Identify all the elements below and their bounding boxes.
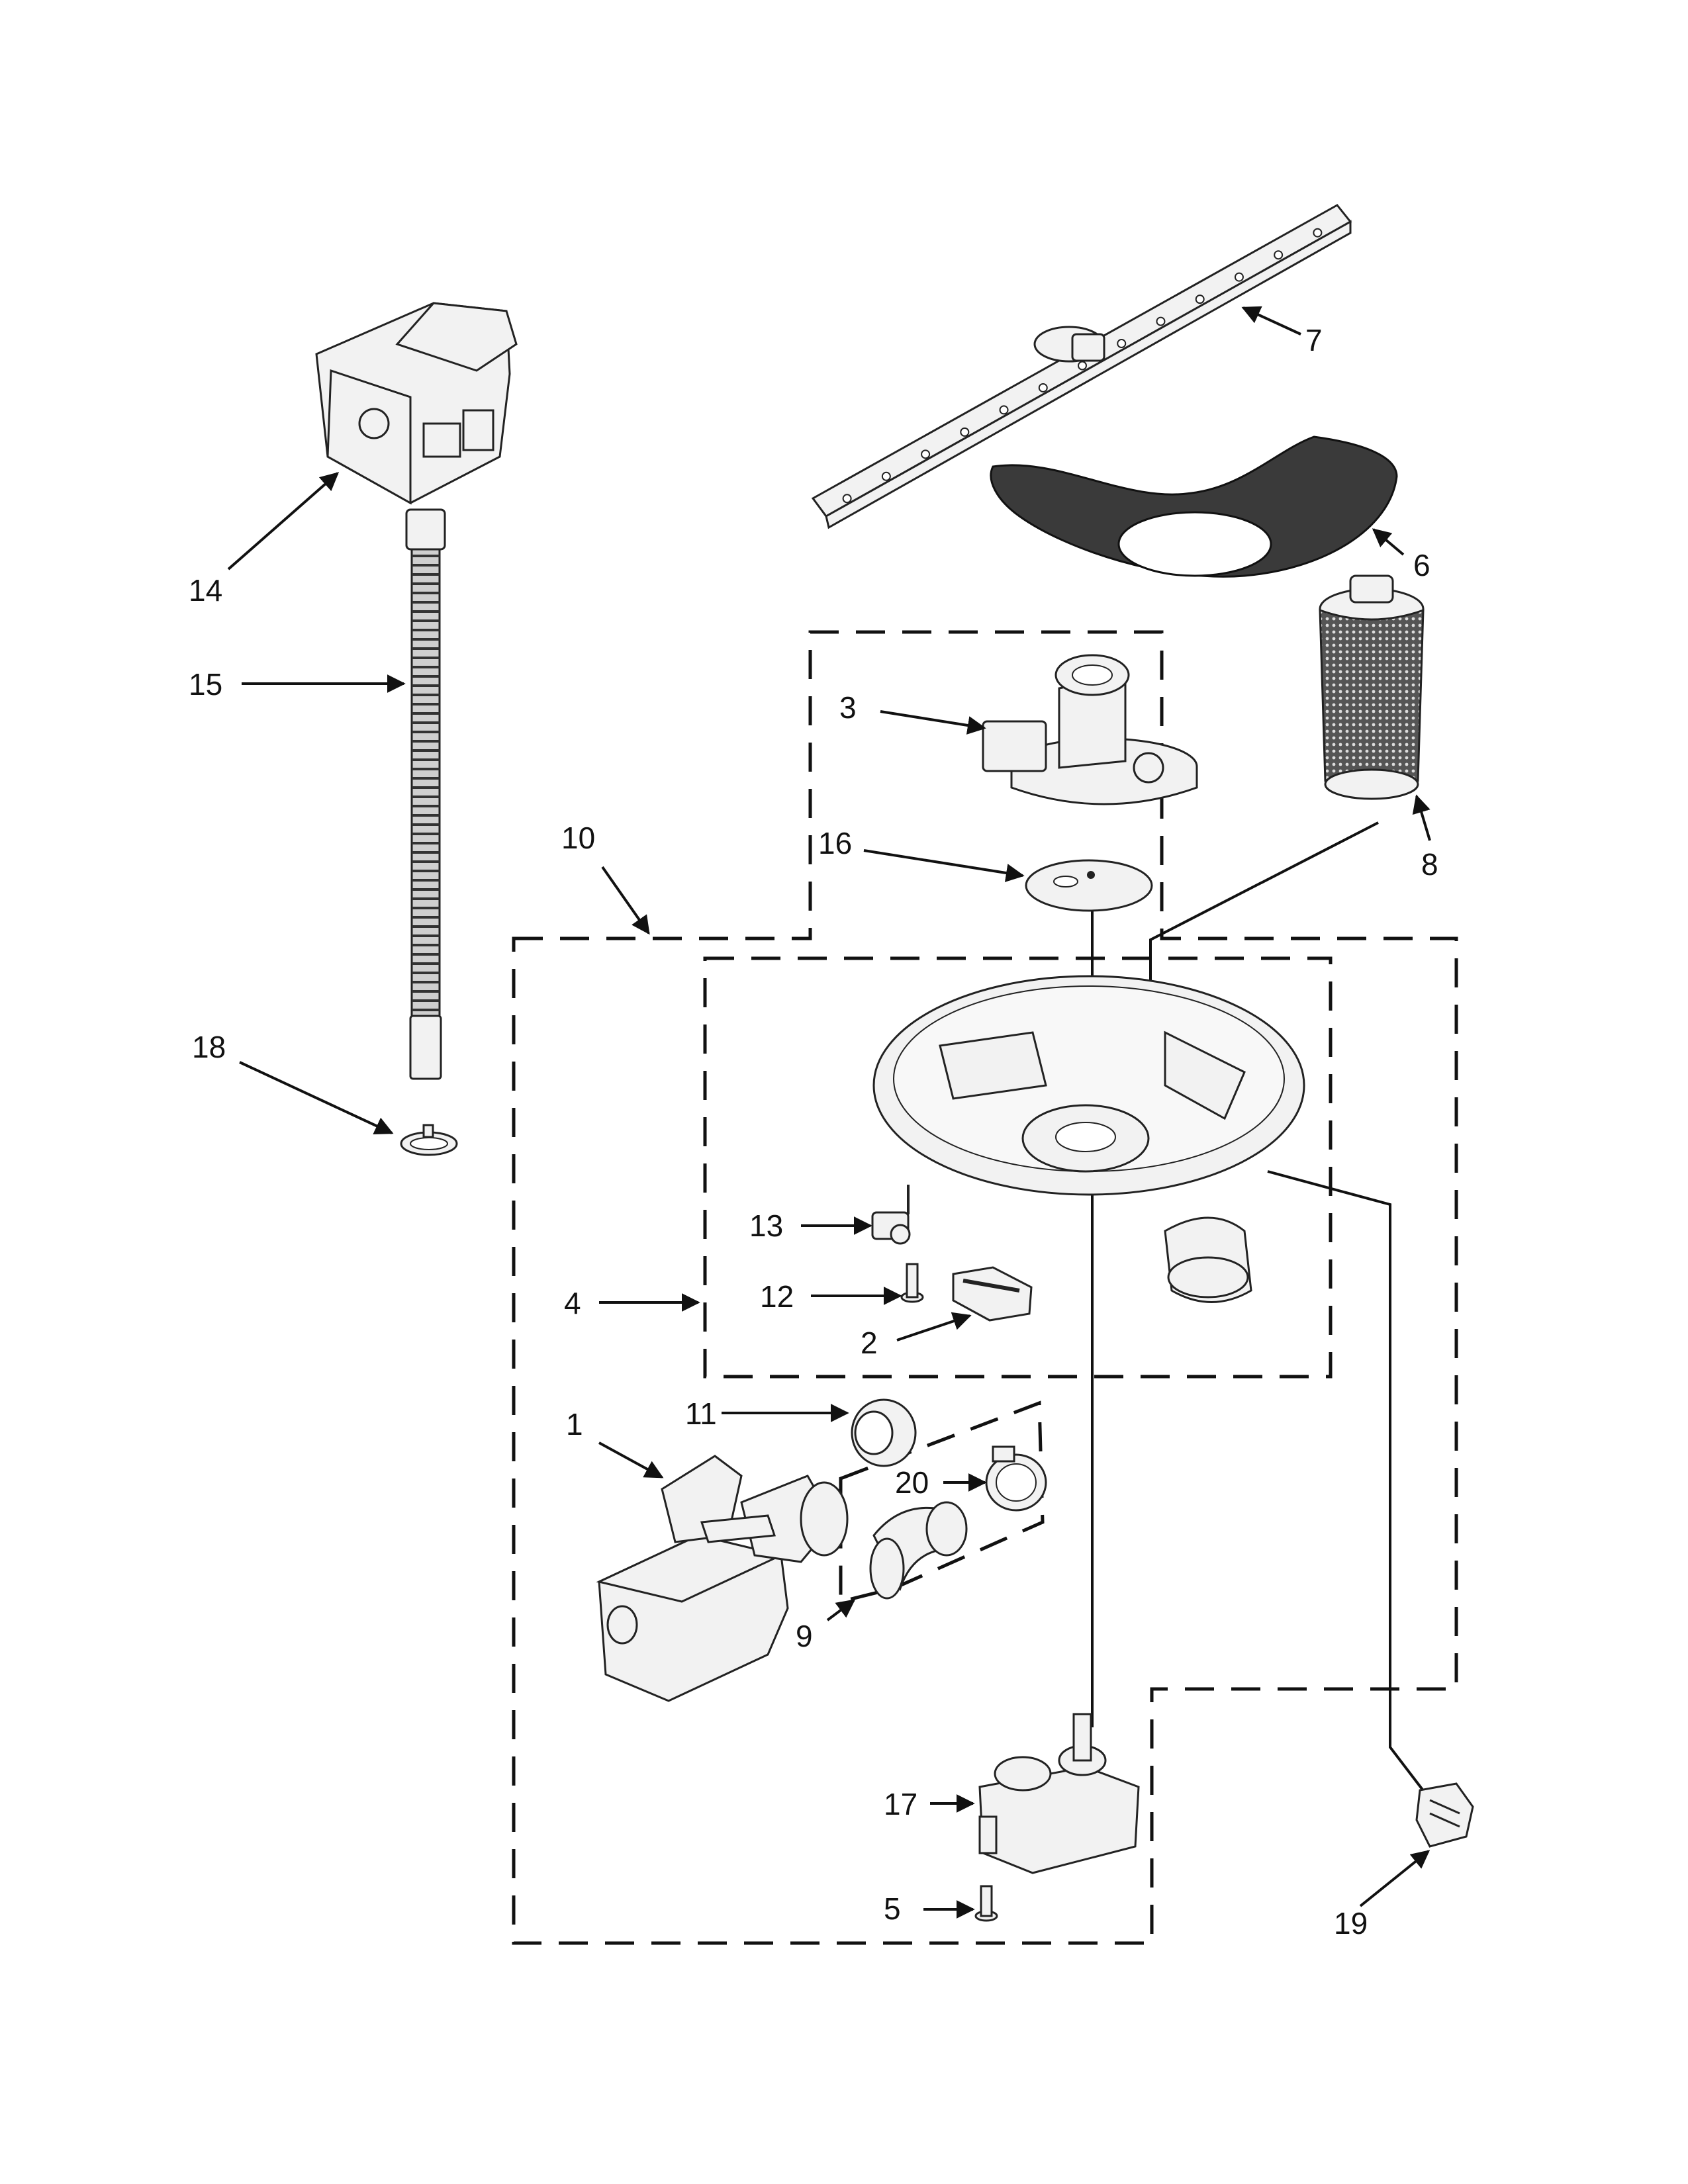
callout-3: 3	[839, 690, 857, 725]
circulation-pump-motor	[596, 1455, 849, 1702]
callout-12: 12	[760, 1279, 794, 1314]
callout-8: 8	[1421, 847, 1438, 882]
callout-2: 2	[861, 1326, 878, 1360]
spray-hole	[1038, 383, 1048, 392]
spray-hole	[1078, 361, 1087, 371]
spray-hole	[1195, 295, 1205, 304]
screw-5	[974, 1885, 998, 1922]
spray-hole	[842, 494, 852, 504]
leader-6	[1372, 528, 1405, 556]
callout-17: 17	[884, 1787, 917, 1821]
callout-9: 9	[796, 1619, 813, 1653]
pump-hose-elbow	[869, 1501, 968, 1600]
callout-7: 7	[1305, 323, 1323, 357]
spray-hole	[1117, 339, 1127, 349]
spray-hole	[1234, 272, 1244, 282]
pump-hose-clamp	[985, 1445, 1047, 1512]
spray-shield	[990, 435, 1398, 578]
callout-19: 19	[1334, 1906, 1368, 1940]
callout-6: 6	[1413, 548, 1430, 582]
leader-3	[880, 710, 986, 735]
spray-hole	[1313, 228, 1323, 238]
leader-14	[227, 472, 340, 570]
leader-8	[1412, 794, 1431, 841]
assembly-boundary-9	[839, 1400, 1045, 1604]
turbidity-sensor	[1415, 1782, 1474, 1848]
leader-2	[896, 1312, 972, 1342]
screw-12	[900, 1263, 924, 1303]
callout-16: 16	[818, 826, 852, 860]
callout-18: 18	[192, 1030, 226, 1064]
sensor-clip	[871, 1185, 911, 1245]
leader-9	[826, 1599, 856, 1621]
sump-assembly	[872, 975, 1305, 1303]
spray-hole	[881, 471, 891, 481]
callout-10: 10	[561, 821, 595, 855]
connector-line-19	[1267, 1170, 1428, 1796]
spray-hole	[921, 449, 931, 459]
leader-16	[863, 849, 1025, 882]
assembly-boundary-10	[512, 630, 1458, 1945]
leader-1	[598, 1441, 664, 1479]
spray-hole	[1156, 316, 1166, 326]
pump-seal-ring	[851, 1398, 917, 1467]
spray-hole	[999, 405, 1009, 415]
filter-basket	[1319, 574, 1425, 800]
drain-hose	[405, 508, 446, 1080]
drain-pump-housing	[315, 302, 518, 505]
hose-clamp-ring	[400, 1124, 458, 1156]
callout-4: 4	[564, 1286, 581, 1320]
callout-5: 5	[884, 1891, 901, 1926]
leader-10	[601, 866, 650, 935]
diverter-housing	[982, 654, 1198, 805]
callout-20: 20	[895, 1465, 929, 1500]
callout-14: 14	[189, 573, 222, 608]
callout-1: 1	[566, 1407, 583, 1441]
leader-7	[1241, 306, 1301, 336]
callout-13: 13	[749, 1208, 783, 1243]
diverter-motor	[978, 1713, 1140, 1874]
lower-spray-arm	[811, 204, 1352, 529]
connector-block	[952, 1266, 1033, 1322]
leader-19	[1359, 1850, 1430, 1907]
diverter-disc	[1025, 859, 1153, 912]
spray-hole	[960, 427, 970, 437]
spray-hole	[1274, 250, 1284, 260]
callout-11: 11	[685, 1396, 717, 1431]
callout-15: 15	[189, 667, 222, 702]
assembly-boundary-4	[703, 956, 1333, 1379]
leader-18	[239, 1061, 394, 1135]
